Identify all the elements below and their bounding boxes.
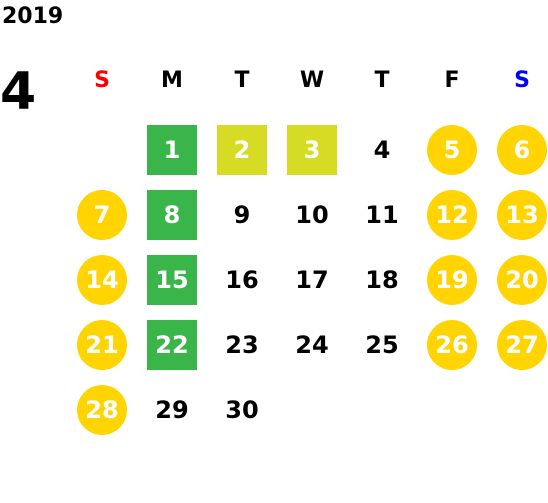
day-cell-2[interactable]: 2 bbox=[217, 125, 267, 175]
day-cell-30[interactable]: 30 bbox=[225, 396, 259, 424]
day-cell-8[interactable]: 8 bbox=[147, 190, 197, 240]
day-cell-21[interactable]: 21 bbox=[77, 320, 127, 370]
day-cell-19[interactable]: 19 bbox=[427, 255, 477, 305]
day-cell-28[interactable]: 28 bbox=[77, 385, 127, 435]
day-cell-1[interactable]: 1 bbox=[147, 125, 197, 175]
day-cell-7[interactable]: 7 bbox=[77, 190, 127, 240]
day-cell-3[interactable]: 3 bbox=[287, 125, 337, 175]
day-cell-15[interactable]: 15 bbox=[147, 255, 197, 305]
day-cell-10[interactable]: 10 bbox=[295, 201, 329, 229]
day-cell-24[interactable]: 24 bbox=[295, 331, 329, 359]
weekday-label: S bbox=[514, 68, 530, 93]
day-cell-23[interactable]: 23 bbox=[225, 331, 259, 359]
day-cell-18[interactable]: 18 bbox=[365, 266, 399, 294]
day-cell-26[interactable]: 26 bbox=[427, 320, 477, 370]
day-cell-9[interactable]: 9 bbox=[233, 201, 251, 229]
weekday-label: T bbox=[234, 68, 250, 93]
weekday-label: F bbox=[444, 68, 460, 93]
weekday-label: S bbox=[94, 68, 110, 93]
calendar-month: 4 bbox=[0, 62, 37, 122]
day-cell-14[interactable]: 14 bbox=[77, 255, 127, 305]
calendar-year: 2019 bbox=[2, 4, 64, 29]
day-cell-11[interactable]: 11 bbox=[365, 201, 399, 229]
day-cell-25[interactable]: 25 bbox=[365, 331, 399, 359]
day-cell-6[interactable]: 6 bbox=[497, 125, 547, 175]
day-cell-20[interactable]: 20 bbox=[497, 255, 547, 305]
day-cell-13[interactable]: 13 bbox=[497, 190, 547, 240]
day-cell-4[interactable]: 4 bbox=[373, 136, 391, 164]
day-cell-17[interactable]: 17 bbox=[295, 266, 329, 294]
day-cell-27[interactable]: 27 bbox=[497, 320, 547, 370]
day-cell-12[interactable]: 12 bbox=[427, 190, 477, 240]
weekday-label: W bbox=[299, 68, 325, 93]
day-cell-29[interactable]: 29 bbox=[155, 396, 189, 424]
weekday-label: M bbox=[161, 68, 183, 93]
weekday-label: T bbox=[374, 68, 390, 93]
day-cell-5[interactable]: 5 bbox=[427, 125, 477, 175]
day-cell-16[interactable]: 16 bbox=[225, 266, 259, 294]
day-cell-22[interactable]: 22 bbox=[147, 320, 197, 370]
